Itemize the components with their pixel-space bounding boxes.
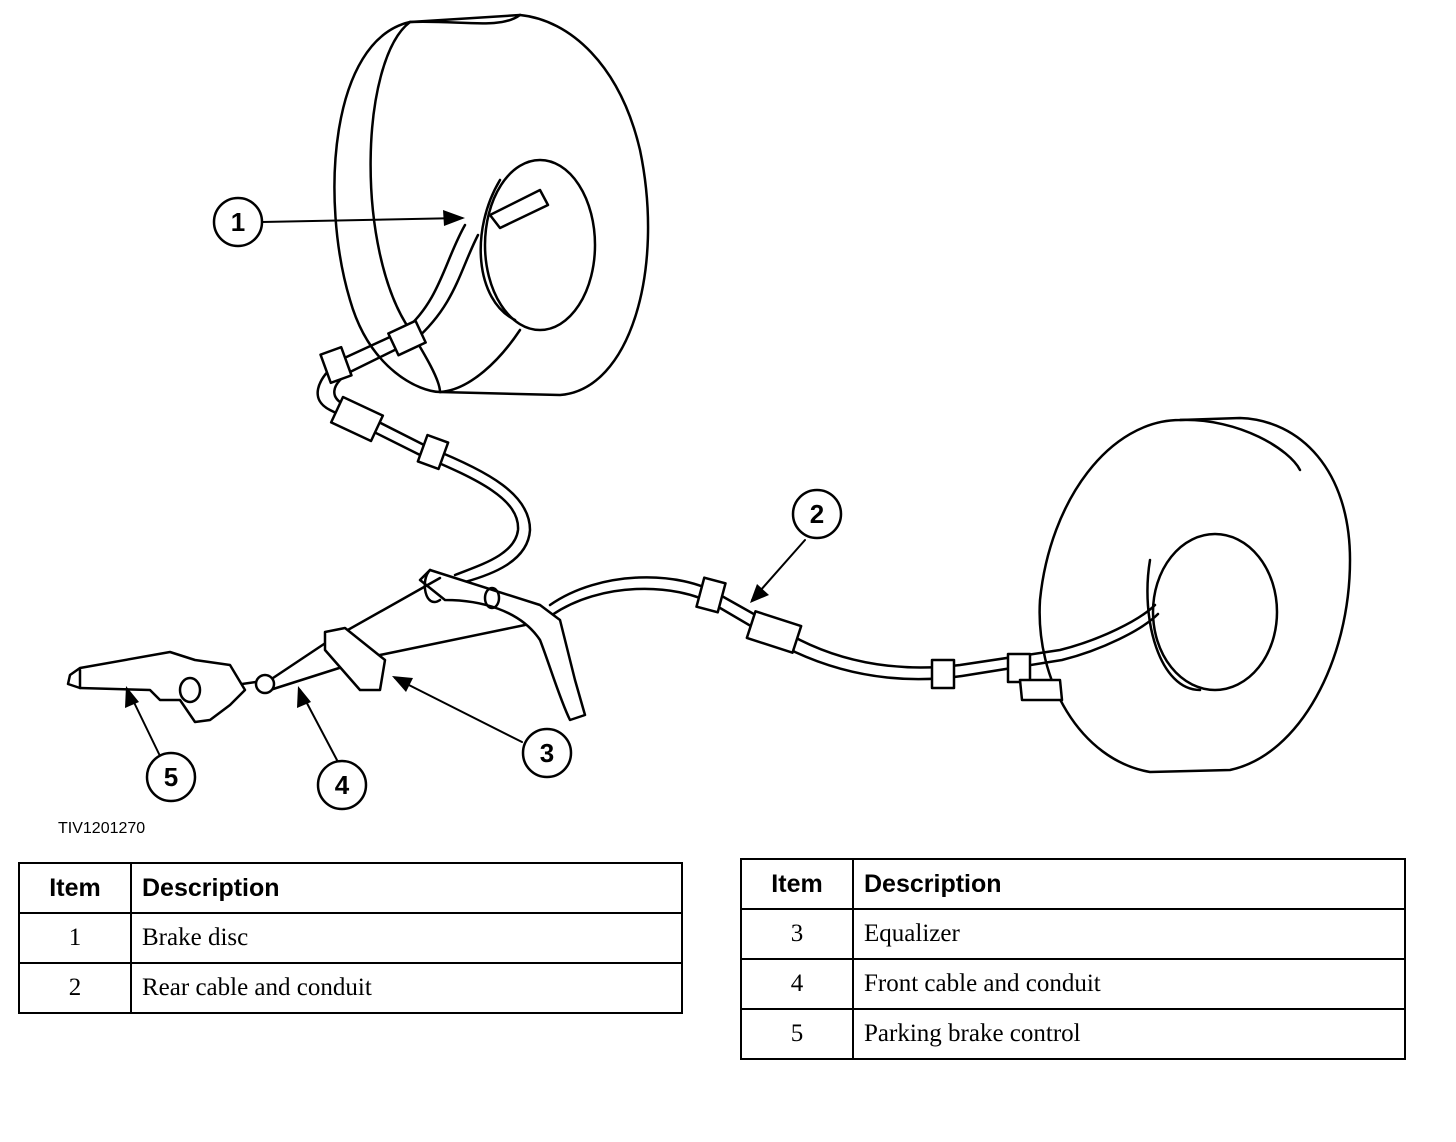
callout-5: 5 [145,751,197,803]
item-description: Parking brake control [852,1008,1406,1060]
callout-1-label: 1 [231,207,245,237]
table-row: 1 Brake disc [18,912,683,964]
upper-brake-disc [333,13,650,397]
item-number: 5 [740,1008,854,1060]
legend-table-right: Item Description 3 Equalizer 4 Front cab… [740,858,1406,1060]
item-number: 3 [740,908,854,960]
item-number: 4 [740,958,854,1010]
item-description: Brake disc [130,912,683,964]
parking-brake-handle [66,650,247,724]
description-header: Description [852,858,1406,910]
item-number: 1 [18,912,132,964]
cable-rear [548,576,1160,702]
item-description: Equalizer [852,908,1406,960]
callout-3-label: 3 [540,738,554,768]
rear-brake-disc [1038,416,1352,774]
table-row: 3 Equalizer [740,908,1406,960]
legend-table-left: Item Description 1 Brake disc 2 Rear cab… [18,862,683,1014]
parking-brake-diagram: 1 2 3 4 5 [66,13,1352,811]
item-number: 2 [18,962,132,1014]
item-description: Rear cable and conduit [130,962,683,1014]
item-header: Item [18,862,132,914]
callout-4: 4 [316,759,368,811]
callout-4-label: 4 [335,770,350,800]
callout-3: 3 [521,727,573,779]
equalizer [268,576,527,692]
description-header: Description [130,862,683,914]
legend-header-row: Item Description [18,862,683,914]
item-header: Item [740,858,854,910]
equalizer-bracket [418,568,587,722]
arrow-heads [125,210,769,708]
table-row: 2 Rear cable and conduit [18,962,683,1014]
table-row: 5 Parking brake control [740,1008,1406,1060]
callout-1: 1 [212,196,264,248]
item-description: Front cable and conduit [852,958,1406,1010]
callout-2: 2 [791,488,843,540]
cable-upper [316,188,550,584]
callout-5-label: 5 [164,762,178,792]
callout-2-label: 2 [810,499,824,529]
table-row: 4 Front cable and conduit [740,958,1406,1010]
figure-id: TIV1201270 [58,820,146,837]
legend-header-row: Item Description [740,858,1406,910]
